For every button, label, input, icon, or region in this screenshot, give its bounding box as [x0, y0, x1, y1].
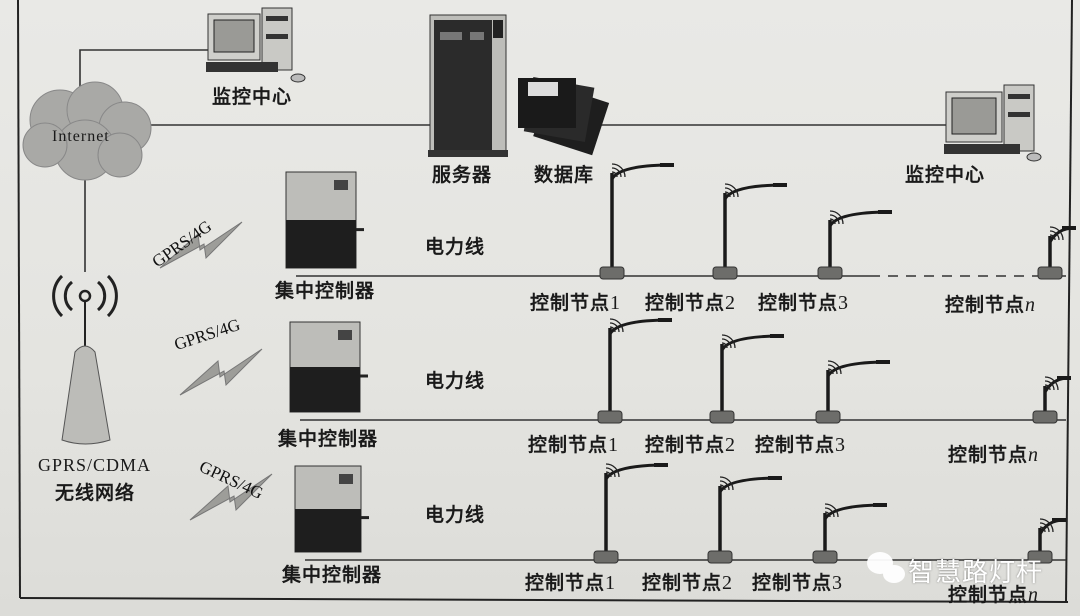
control-node-box-icon	[1037, 266, 1063, 280]
control-node-prefix: 控制节点	[642, 572, 723, 594]
control-node-prefix: 控制节点	[530, 292, 611, 314]
internet-cloud-icon	[22, 81, 152, 181]
street-lamp-pole-icon	[599, 163, 674, 280]
concentrator-controller-icon	[289, 321, 368, 413]
concentrator-controller-label: 集中控制器	[275, 280, 376, 302]
monitor-center-label: 监控中心	[212, 86, 293, 108]
control-node-index: 1	[610, 292, 622, 314]
control-node-prefix: 控制节点	[945, 294, 1026, 316]
street-lamp-pole-icon	[593, 463, 668, 564]
street-lamp-pole-icon	[1037, 226, 1076, 280]
wireless-tower-icon	[52, 274, 118, 445]
control-node-index: 3	[832, 572, 844, 594]
control-node-prefix: 控制节点	[755, 434, 836, 456]
control-node-label: 控制节点1	[530, 288, 621, 315]
control-node-label: 控制节点n	[948, 440, 1039, 467]
control-node-label: 控制节点1	[525, 568, 616, 595]
concentrator-controller-label: 集中控制器	[278, 428, 379, 450]
power-line-label: 电力线	[425, 236, 486, 258]
control-node-box-icon	[599, 266, 625, 280]
control-node-label: 控制节点3	[758, 288, 849, 315]
control-node-prefix: 控制节点	[948, 444, 1029, 466]
control-node-index: n	[1028, 444, 1040, 466]
control-node-box-icon	[709, 410, 735, 424]
control-node-box-icon	[1027, 550, 1053, 564]
network-links	[79, 49, 950, 272]
control-node-label: 控制节点1	[528, 430, 619, 457]
wireless-signal-lightning-icon	[159, 221, 243, 269]
wireless-signal-lightning-icon	[179, 348, 263, 396]
control-node-prefix: 控制节点	[758, 292, 839, 314]
control-node-prefix: 控制节点	[948, 584, 1029, 606]
right-monitor-center-label: 监控中心	[905, 164, 986, 186]
control-node-label: 控制节点2	[642, 568, 733, 595]
control-node-label: 控制节点n	[945, 290, 1036, 317]
control-node-box-icon	[712, 266, 738, 280]
control-node-label: 控制节点2	[645, 288, 736, 315]
control-node-index: n	[1025, 294, 1037, 316]
control-node-prefix: 控制节点	[645, 292, 726, 314]
power-line-label: 电力线	[425, 504, 486, 526]
street-lamp-pole-icon	[597, 318, 672, 424]
wireless-network-label: 无线网络	[55, 482, 136, 504]
wechat-icon	[867, 552, 905, 583]
control-node-index: 1	[608, 434, 620, 456]
power-line-label: 电力线	[425, 370, 486, 392]
control-node-box-icon	[815, 410, 841, 424]
concentrator-controller-icon	[285, 171, 364, 269]
controller-row	[179, 318, 1071, 424]
controller-row	[159, 163, 1076, 280]
street-lamp-pole-icon	[817, 210, 892, 280]
control-node-label: 控制节点3	[755, 430, 846, 457]
monitor-center-computer-icon	[206, 7, 306, 83]
control-node-box-icon	[593, 550, 619, 564]
street-lamp-pole-icon	[707, 476, 782, 564]
control-node-prefix: 控制节点	[525, 572, 606, 594]
control-node-box-icon	[1032, 410, 1058, 424]
wireless-signal-lightning-icon	[189, 473, 273, 521]
control-node-prefix: 控制节点	[528, 434, 609, 456]
street-lamp-pole-icon	[812, 503, 887, 564]
street-lamp-pole-icon	[815, 360, 890, 424]
wireless-network-type-label: GPRS/CDMA	[38, 455, 152, 475]
control-node-index: 2	[722, 572, 734, 594]
control-node-index: 3	[835, 434, 847, 456]
concentrator-controller-label: 集中控制器	[282, 564, 383, 586]
database-label: 数据库	[534, 164, 595, 186]
monitor-center-right-computer-icon	[944, 84, 1042, 162]
control-node-index: 2	[725, 434, 737, 456]
control-node-box-icon	[812, 550, 838, 564]
control-node-box-icon	[597, 410, 623, 424]
database-floppy-icon	[518, 77, 610, 156]
control-node-index: 3	[838, 292, 850, 314]
frame	[17, 0, 1073, 603]
server-label: 服务器	[432, 164, 493, 186]
watermark-text: 智慧路灯杆	[908, 558, 1044, 588]
control-node-box-icon	[817, 266, 843, 280]
control-node-index: n	[1028, 584, 1040, 606]
control-node-label: 控制节点2	[645, 430, 736, 457]
concentrator-controller-icon	[294, 465, 369, 553]
control-node-prefix: 控制节点	[645, 434, 726, 456]
control-node-index: 2	[725, 292, 737, 314]
street-lamp-pole-icon	[1032, 376, 1071, 424]
control-node-index: 1	[605, 572, 617, 594]
control-node-prefix: 控制节点	[752, 572, 833, 594]
internet-label: Internet	[52, 128, 110, 145]
server-icon	[428, 14, 508, 157]
control-node-label: 控制节点n	[948, 580, 1039, 607]
street-lamp-pole-icon	[709, 334, 784, 424]
control-node-label: 控制节点3	[752, 568, 843, 595]
street-lamp-pole-icon	[1027, 518, 1066, 564]
street-lamp-pole-icon	[712, 183, 787, 280]
control-node-box-icon	[707, 550, 733, 564]
controller-row	[189, 463, 1066, 564]
